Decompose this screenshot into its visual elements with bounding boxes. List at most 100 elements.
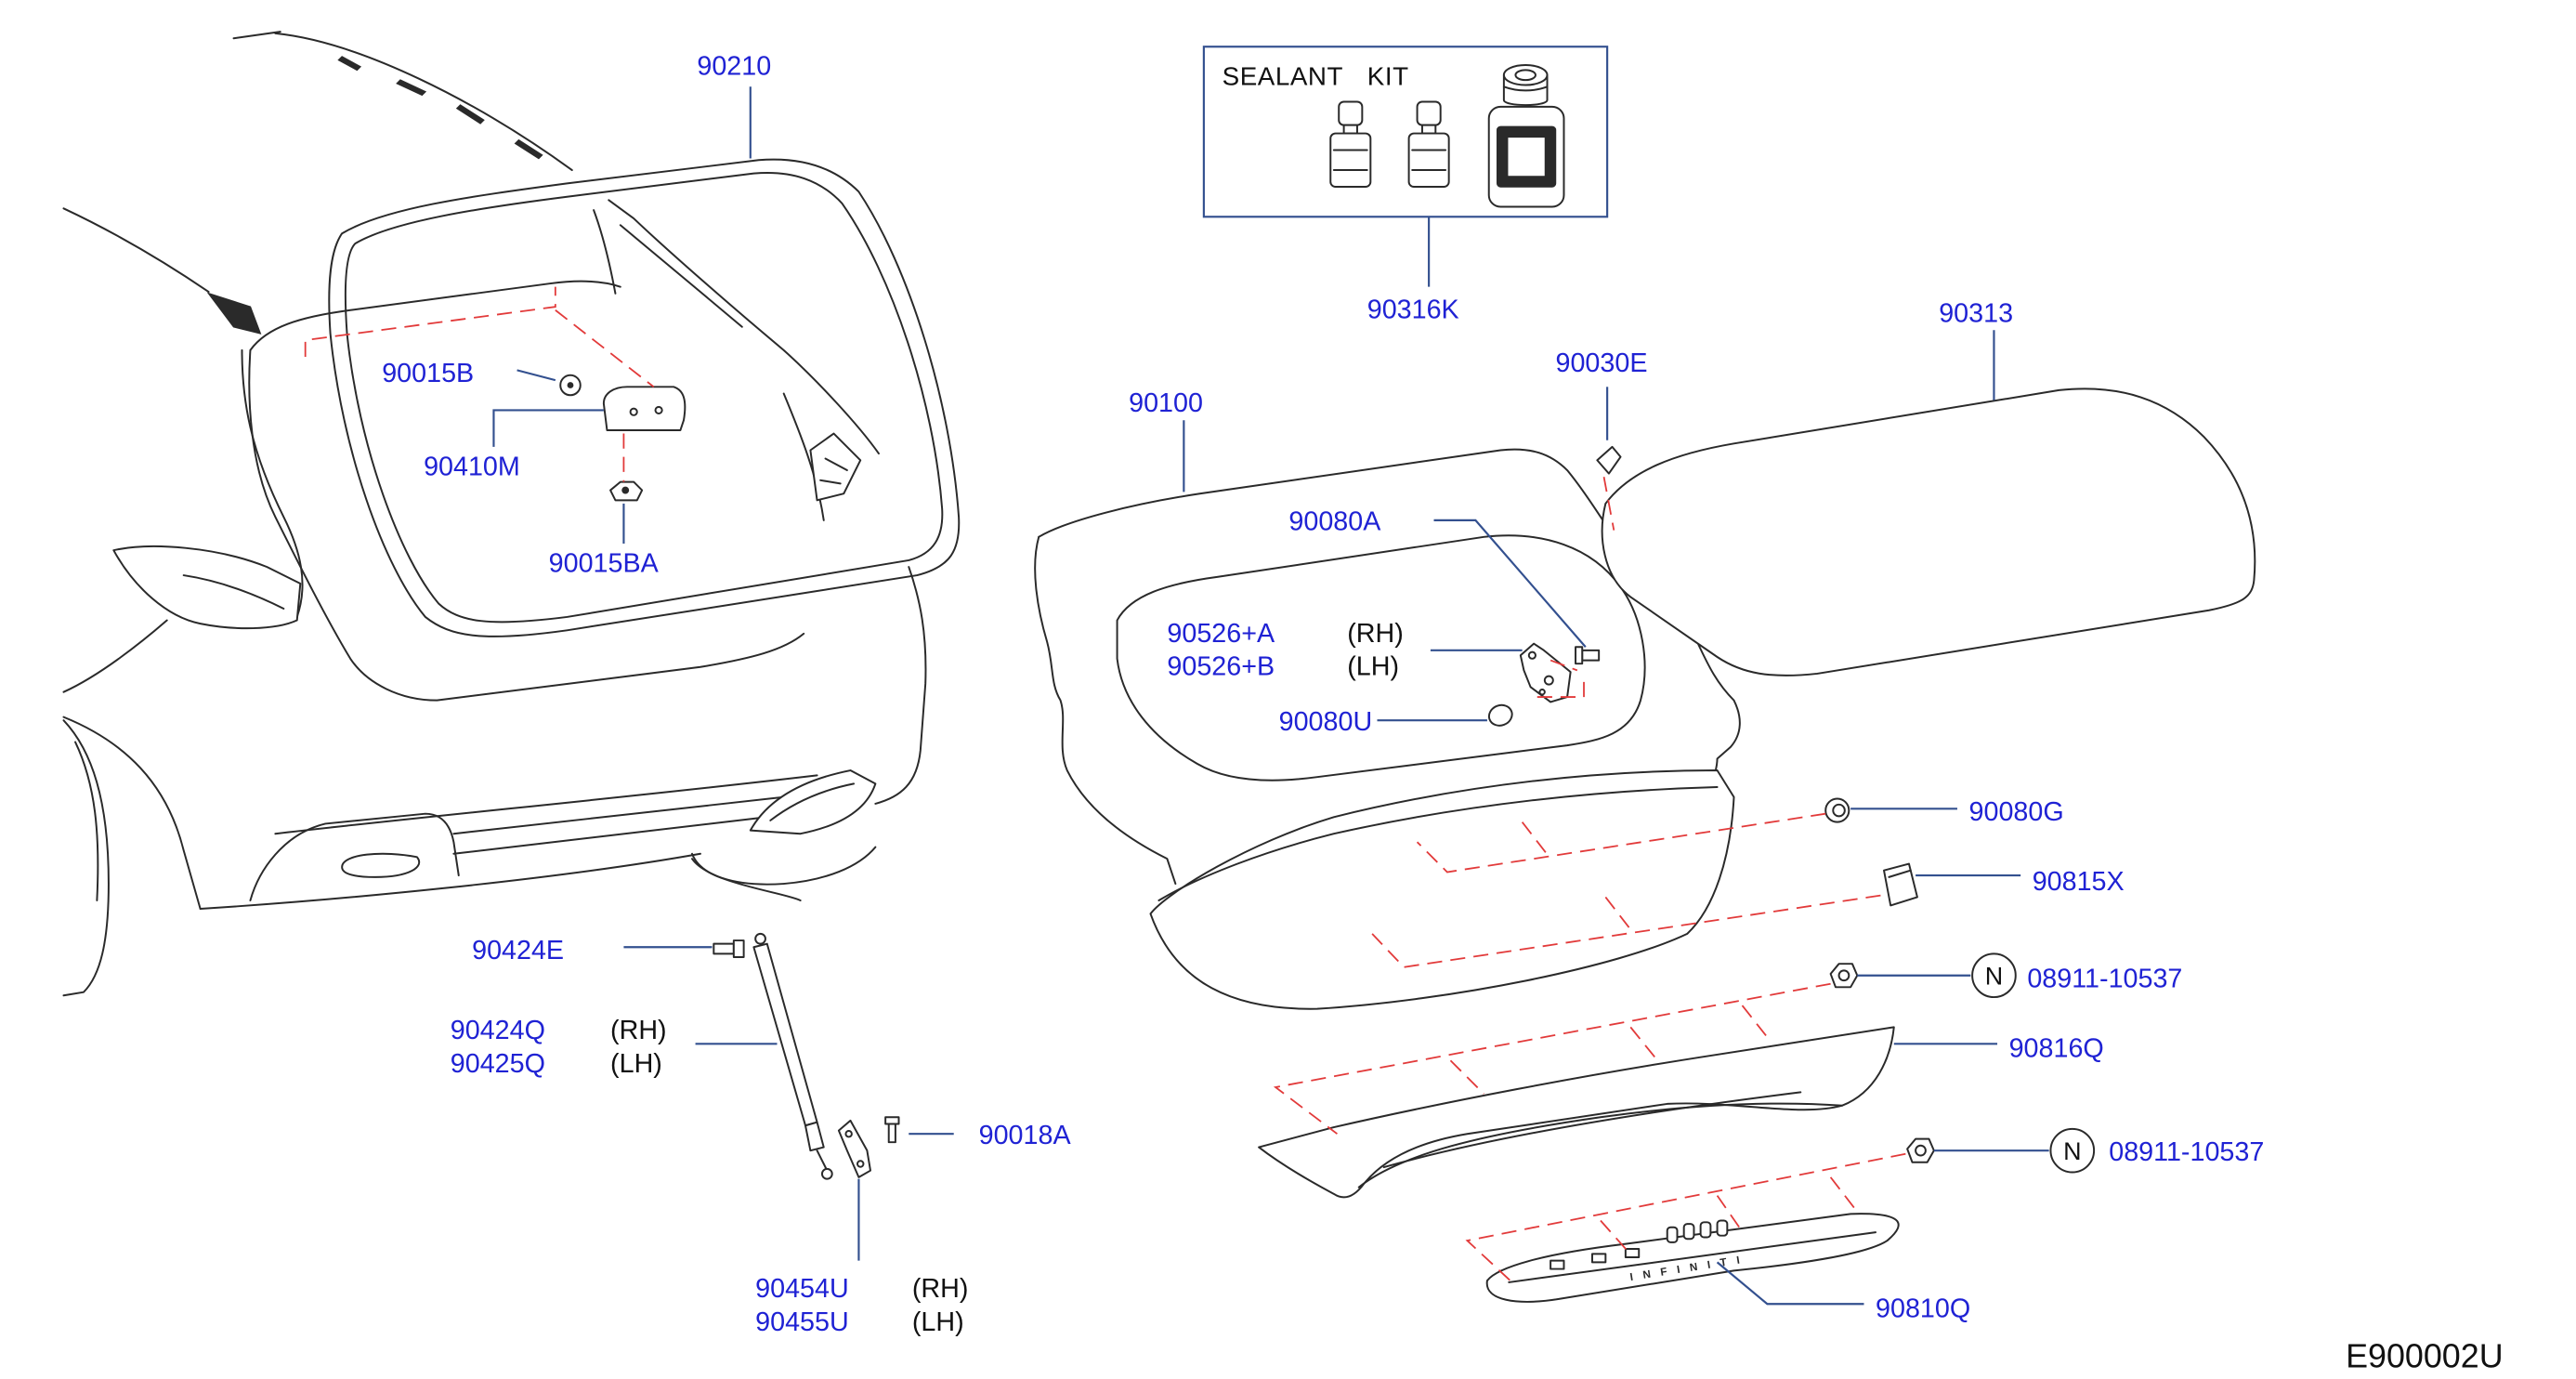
part-label-90455u[interactable]: 90455U	[755, 1307, 849, 1337]
container-cap-ridges	[1502, 85, 1549, 92]
quarter-panel-line	[241, 348, 304, 618]
back-door-lower-panel	[1149, 769, 1735, 1010]
leader-line	[517, 369, 556, 382]
side-label-rh: (RH)	[1347, 619, 1404, 649]
bottle-body	[1329, 132, 1372, 188]
part-label-90424e[interactable]: 90424E	[472, 936, 564, 965]
sealant-kit-frame	[1202, 46, 1609, 218]
bolt-90080a	[1581, 649, 1601, 662]
clip-90015ba-center	[621, 486, 630, 494]
part-label-90425q[interactable]: 90425Q	[451, 1049, 545, 1079]
bolt-90080a-head	[1575, 646, 1584, 665]
part-label-90454u[interactable]: 90454U	[755, 1274, 849, 1304]
pad-90815x	[1883, 862, 1918, 907]
n-mark-circle	[2049, 1127, 2096, 1174]
plug-90015b-center	[567, 382, 574, 388]
stay-bracket-90454u	[837, 1119, 871, 1178]
side-label-lh: (LH)	[1347, 652, 1399, 682]
bumper-upper-line	[274, 774, 818, 835]
grommet-90080u	[1487, 703, 1513, 727]
gas-stay-end-top	[754, 932, 766, 945]
stay-bracket-hole	[844, 1130, 853, 1138]
part-label-90410m[interactable]: 90410M	[424, 452, 520, 481]
roof-mark	[337, 56, 362, 72]
finisher-stud	[1682, 1223, 1695, 1241]
fastener-90080g-inner	[1832, 803, 1846, 818]
hinge-bracket-hole	[1527, 650, 1536, 660]
part-label-90015b[interactable]: 90015B	[382, 359, 474, 388]
part-label-08911-10537[interactable]: 08911-10537	[2109, 1137, 2264, 1167]
assembly-line	[1600, 1219, 1628, 1252]
weatherstrip	[328, 158, 961, 637]
assembly-line	[1550, 659, 1578, 672]
weatherstrip-outer	[328, 158, 961, 637]
tail-lamp	[112, 545, 302, 630]
part-label-90816q[interactable]: 90816Q	[2009, 1034, 2104, 1064]
gas-stay-cylinder	[752, 942, 818, 1127]
finisher-inner-line	[1508, 1231, 1877, 1283]
exhaust-right-detail	[769, 782, 856, 821]
assembly-line	[1465, 1152, 1906, 1285]
part-label-90018a[interactable]: 90018A	[979, 1121, 1072, 1150]
part-label-08911-10537[interactable]: 08911-10537	[2027, 964, 2182, 993]
assembly-line	[1416, 812, 1826, 873]
part-label-90526b[interactable]: 90526+B	[1167, 652, 1275, 682]
assembly-line	[1273, 982, 1831, 1135]
finisher-clip	[1590, 1253, 1607, 1264]
container-cap-top	[1502, 63, 1549, 86]
bolt-90424e	[713, 942, 735, 955]
stay-bracket-hole	[856, 1160, 865, 1168]
roof-edge-line	[232, 31, 281, 40]
leader-lines	[492, 86, 2049, 1306]
back-window-glass	[1601, 387, 2256, 676]
part-label-90080g[interactable]: 90080G	[1969, 797, 2064, 827]
roof-side-line	[62, 207, 210, 294]
part-label-90015ba[interactable]: 90015BA	[549, 548, 660, 578]
part-label-90424q[interactable]: 90424Q	[451, 1016, 545, 1045]
part-label-90526a[interactable]: 90526+A	[1167, 619, 1275, 649]
diagram-code: E900002U	[2346, 1337, 2504, 1374]
assembly-line	[555, 309, 655, 388]
hinge-area-line	[593, 209, 617, 295]
rear-wheel-arch	[691, 846, 877, 886]
opening-side-edge	[248, 348, 805, 702]
side-label-rh: (RH)	[610, 1016, 667, 1045]
latch-bracket	[809, 432, 862, 502]
bumper-rubber-90410m	[602, 386, 686, 431]
part-label-90210[interactable]: 90210	[697, 52, 771, 82]
part-label-90815x[interactable]: 90815X	[2033, 867, 2125, 897]
part-label-90316k[interactable]: 90316K	[1367, 296, 1459, 325]
side-label-lh: (LH)	[912, 1307, 964, 1337]
tail-lamp-detail	[182, 574, 285, 610]
hinge-bracket-hole	[1543, 675, 1554, 686]
diffuser	[249, 812, 460, 901]
gas-stay-end-bottom	[820, 1167, 833, 1180]
side-label-rh: (RH)	[912, 1274, 969, 1304]
callout-labels: 90210 SEALANT KIT 90316K 90313 90030E 90…	[382, 52, 2503, 1375]
part-label-90030e[interactable]: 90030E	[1556, 348, 1648, 378]
part-label-90080u[interactable]: 90080U	[1279, 707, 1373, 737]
part-label-90080a[interactable]: 90080A	[1288, 507, 1381, 537]
assembly-line	[304, 286, 556, 358]
bolt-90424e-head	[732, 939, 745, 958]
bottle-cap	[1416, 100, 1442, 126]
part-label-90810q[interactable]: 90810Q	[1876, 1294, 1970, 1324]
back-door-left-edge	[1034, 535, 1177, 886]
part-label-90313[interactable]: 90313	[1939, 298, 2013, 328]
assembly-line	[1604, 896, 1635, 935]
bottle-neck	[1342, 124, 1358, 135]
latch-bracket-detail	[819, 457, 848, 485]
part-label-90100[interactable]: 90100	[1129, 388, 1203, 418]
n-mark-circle	[1971, 952, 2017, 999]
sealant-container-large	[1487, 63, 1565, 208]
bumper-rubber-hole	[654, 405, 663, 415]
rear-wheel-arch-lower	[691, 858, 802, 901]
finisher-stud	[1716, 1219, 1729, 1237]
nut-08911-lower-inner	[1915, 1144, 1927, 1157]
bolt-90018a-head	[884, 1116, 900, 1125]
container-label-window	[1506, 136, 1547, 178]
nut-08911-lower	[1906, 1137, 1935, 1163]
clip-90030e	[1596, 445, 1622, 475]
roof-mark	[396, 79, 427, 97]
hinge-area-line	[608, 199, 880, 455]
